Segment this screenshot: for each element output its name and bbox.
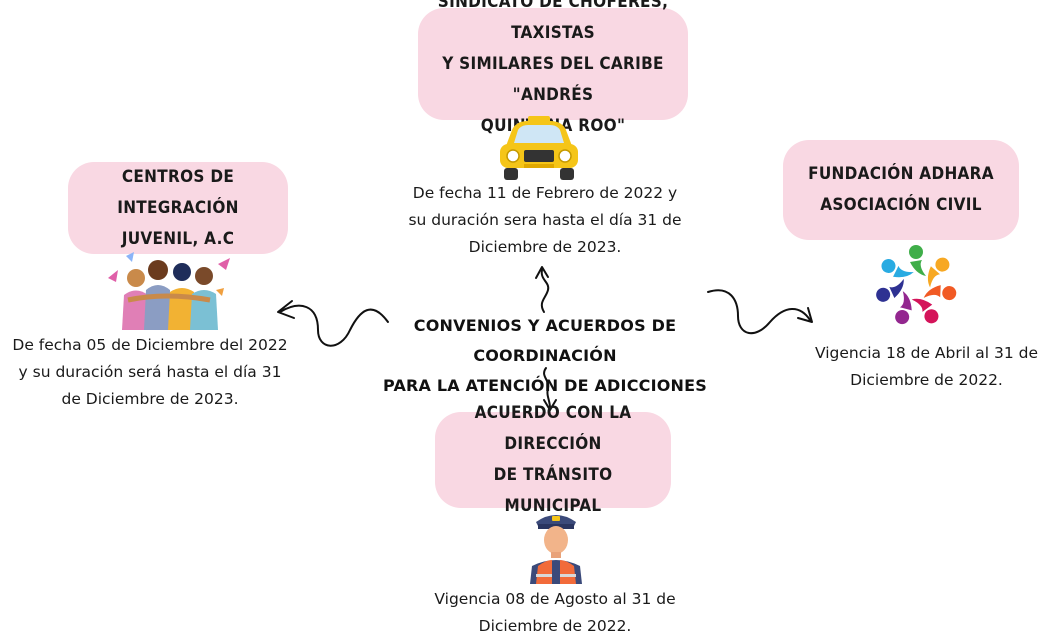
left-desc-line-2: y su duración será hasta el día 31 xyxy=(18,363,282,381)
left-desc-line-3: de Diciembre de 2023. xyxy=(61,390,239,408)
center-title: CONVENIOS Y ACUERDOS DE COORDINACIÓN PAR… xyxy=(380,311,710,401)
top-title-box: SINDICATO DE CHOFERES, TAXISTAS Y SIMILA… xyxy=(418,0,688,136)
bottom-title-box: ACUERDO CON LA DIRECCIÓN DE TRÁNSITO MUN… xyxy=(435,403,671,516)
arrow-to-right xyxy=(707,289,811,335)
top-desc-line-3: Diciembre de 2023. xyxy=(468,238,622,256)
right-title-line-1: FUNDACIÓN ADHARA xyxy=(808,164,994,184)
center-title-line-2: PARA LA ATENCIÓN DE ADICCIONES xyxy=(383,376,707,395)
right-title-line-2: ASOCIACIÓN CIVIL xyxy=(820,195,982,215)
arrow-to-bottom xyxy=(543,367,551,409)
arrowhead-right xyxy=(797,307,813,323)
left-title-line-2: JUVENIL, A.C xyxy=(121,228,235,249)
traffic-officer-icon xyxy=(530,515,582,584)
arrowhead-top xyxy=(535,266,549,279)
top-title-line-1: SINDICATO DE CHOFERES, TAXISTAS xyxy=(437,0,669,43)
bottom-title-line-1: ACUERDO CON LA DIRECCIÓN xyxy=(474,403,632,454)
center-title-line-1: CONVENIOS Y ACUERDOS DE COORDINACIÓN xyxy=(413,316,677,365)
left-desc-line-1: De fecha 05 de Diciembre del 2022 xyxy=(12,336,288,354)
arrow-to-left xyxy=(279,304,389,347)
top-desc-line-1: De fecha 11 de Febrero de 2022 y xyxy=(412,184,678,202)
top-desc-line-2: su duración sera hasta el día 31 de xyxy=(408,211,682,229)
left-description: De fecha 05 de Diciembre del 2022 y su d… xyxy=(0,332,300,413)
top-description: De fecha 11 de Febrero de 2022 y su dura… xyxy=(395,180,695,261)
left-title-box: CENTROS DE INTEGRACIÓN JUVENIL, A.C xyxy=(68,162,288,254)
left-title-line-1: CENTROS DE INTEGRACIÓN xyxy=(117,166,239,218)
bottom-title-line-2: DE TRÁNSITO MUNICIPAL xyxy=(493,465,613,516)
arrow-to-top xyxy=(540,269,550,313)
bottom-desc-line-2: Diciembre de 2022. xyxy=(478,617,632,635)
community-circle-icon xyxy=(876,245,957,325)
arrowhead-left xyxy=(277,300,295,319)
youth-group-icon xyxy=(108,252,230,330)
arrowhead-bottom xyxy=(543,399,557,411)
bottom-description: Vigencia 08 de Agosto al 31 de Diciembre… xyxy=(410,586,700,637)
top-title-line-2: Y SIMILARES DEL CARIBE "ANDRÉS xyxy=(442,53,664,105)
right-description: Vigencia 18 de Abril al 31 de Diciembre … xyxy=(810,340,1043,394)
taxi-icon xyxy=(500,116,578,180)
bottom-desc-line-1: Vigencia 08 de Agosto al 31 de xyxy=(434,590,676,608)
right-desc-line-2: Diciembre de 2022. xyxy=(850,371,1003,389)
right-desc-line-1: Vigencia 18 de Abril al 31 de xyxy=(814,344,1039,362)
right-title-box: FUNDACIÓN ADHARA ASOCIACIÓN CIVIL xyxy=(783,140,1019,240)
